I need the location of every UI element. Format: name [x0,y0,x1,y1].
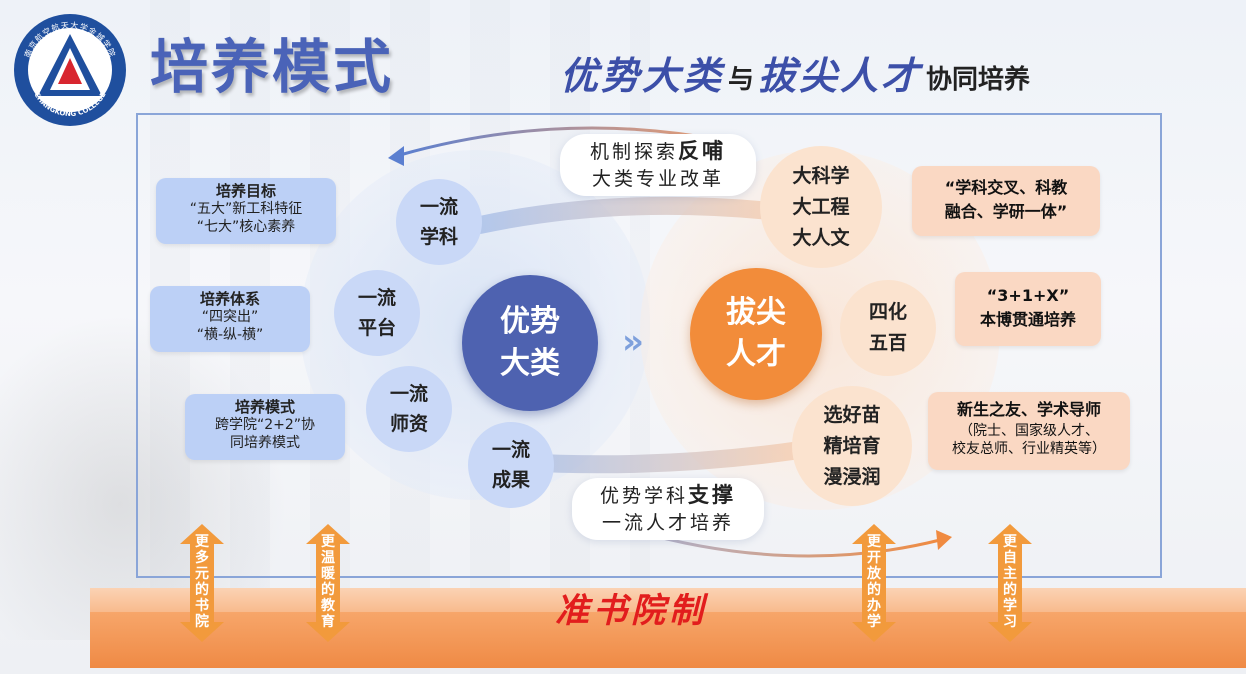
circle-line: 大工程 [792,195,850,218]
upper-band [471,196,789,234]
left-box-line: “五大”新工科特征 [189,201,303,217]
subtitle-connector1: 与 [728,65,755,95]
right-box-3-1-x: “3+1+X” 本博贯通培养 [955,272,1101,346]
circle-first-class-achievement: 一流成果 [468,422,554,508]
circle-line: 平台 [357,317,396,339]
left-box-line: 同培养模式 [230,435,300,451]
chevron-right-icon: ›› [622,322,644,362]
pillar-text: 更多元的书院 [195,534,209,630]
right-box-line: （院士、国家级人才、 [959,423,1099,439]
circle-select-cultivate: 选好苗精培育漫浸润 [792,386,912,506]
circle-line: 精培育 [823,434,881,457]
core-line: 大类 [500,346,560,381]
pillar-text: 更自主的学习 [1003,534,1017,630]
core-line: 优势 [500,304,560,339]
core-line: 拔尖 [726,295,786,330]
pill-text: 优势学科 [599,485,688,507]
left-box-mode: 培养模式 跨学院“2+2”协 同培养模式 [185,394,345,460]
core-advantage-category: 优势大类 [462,275,598,411]
right-box-line: 校友总师、行业精英等） [952,441,1106,457]
pill-discipline-support: 优势学科支撑 一流人才培养 [572,478,764,540]
circle-line: 五百 [868,332,907,354]
pillar-text: 更温暖的教育 [321,534,335,630]
page-subtitle: 优势大类 与 拔尖人才 协同培养 [560,40,1034,100]
right-box-line: “学科交叉、科教 [944,178,1068,197]
circle-line: 师资 [389,413,428,435]
pill-emphasis: 反哺 [678,139,726,163]
right-box-line: “3+1+X” [986,286,1070,305]
pill-text: 一流人才培养 [601,512,734,534]
base-label: 准书院制 [555,591,707,631]
lower-band [511,441,809,474]
pillar-warm-education: 更温暖的教育 [306,524,350,642]
circle-line: 大人文 [792,226,850,249]
circle-line: 一流 [389,383,428,405]
circle-four-five: 四化五百 [840,280,936,376]
pillar-open-school: 更开放的办学 [852,524,896,642]
circle-line: 四化 [868,301,907,323]
subtitle-connector2: 协同培养 [926,65,1031,95]
right-box-interdisciplinary: “学科交叉、科教 融合、学研一体” [912,166,1100,236]
circle-first-class-discipline: 一流学科 [396,179,482,265]
left-box-goal: 培养目标 “五大”新工科特征 “七大”核心素养 [156,178,336,244]
subtitle-part2: 拔尖人才 [758,53,923,98]
pill-text: 机制探索 [589,141,678,163]
left-box-heading: 培养模式 [234,398,295,416]
circle-line: 一流 [491,439,530,461]
top-feedback-arrow [399,126,721,157]
base-platform-top [90,588,1246,614]
left-box-system: 培养体系 “四突出” “横-纵-横” [150,286,310,352]
circle-line: 大科学 [792,164,850,187]
left-box-heading: 培养体系 [199,290,260,308]
right-box-line: 本博贯通培养 [979,310,1076,329]
subtitle-part1: 优势大类 [560,53,725,98]
circle-line: 一流 [357,287,396,309]
diagram-frame [136,113,1162,578]
pillar-autonomous-learning: 更自主的学习 [988,524,1032,642]
pillar-text: 更开放的办学 [867,534,881,630]
top-arrow-head [388,146,404,166]
left-box-heading: 培养目标 [215,182,276,200]
background-tree [0,300,300,640]
left-box-line: 跨学院“2+2”协 [214,417,316,433]
page-title: 培养模式 [150,33,395,101]
pill-mechanism-feedback: 机制探索反哺 大类专业改革 [560,134,756,196]
circle-line: 一流 [419,196,458,218]
circle-big-science: 大科学大工程大人文 [760,146,882,268]
pill-text: 大类专业改革 [591,168,724,190]
circle-line: 成果 [491,469,530,491]
left-box-line: “七大”核心素养 [196,219,296,235]
core-line: 人才 [726,337,786,372]
college-logo: 南京航空航天大学金城学院 CHANGKONG COLLEGE [10,10,130,130]
circle-line: 漫浸润 [823,465,881,488]
circle-first-class-platform: 一流平台 [334,270,420,356]
left-box-line: “四突出” [201,309,259,325]
pill-emphasis: 支撑 [688,483,736,507]
core-top-talent: 拔尖人才 [690,268,822,400]
circle-line: 选好苗 [823,403,881,426]
right-box-line: 融合、学研一体” [944,202,1068,221]
right-box-mentors: 新生之友、学术导师 （院士、国家级人才、 校友总师、行业精英等） [928,392,1130,470]
circle-first-class-faculty: 一流师资 [366,366,452,452]
base-platform [90,612,1246,668]
circle-line: 学科 [419,226,458,248]
pillar-diverse-college: 更多元的书院 [180,524,224,642]
left-box-line: “横-纵-横” [196,327,264,343]
right-box-heading: 新生之友、学术导师 [956,400,1101,419]
bottom-arrow-head [936,530,952,550]
